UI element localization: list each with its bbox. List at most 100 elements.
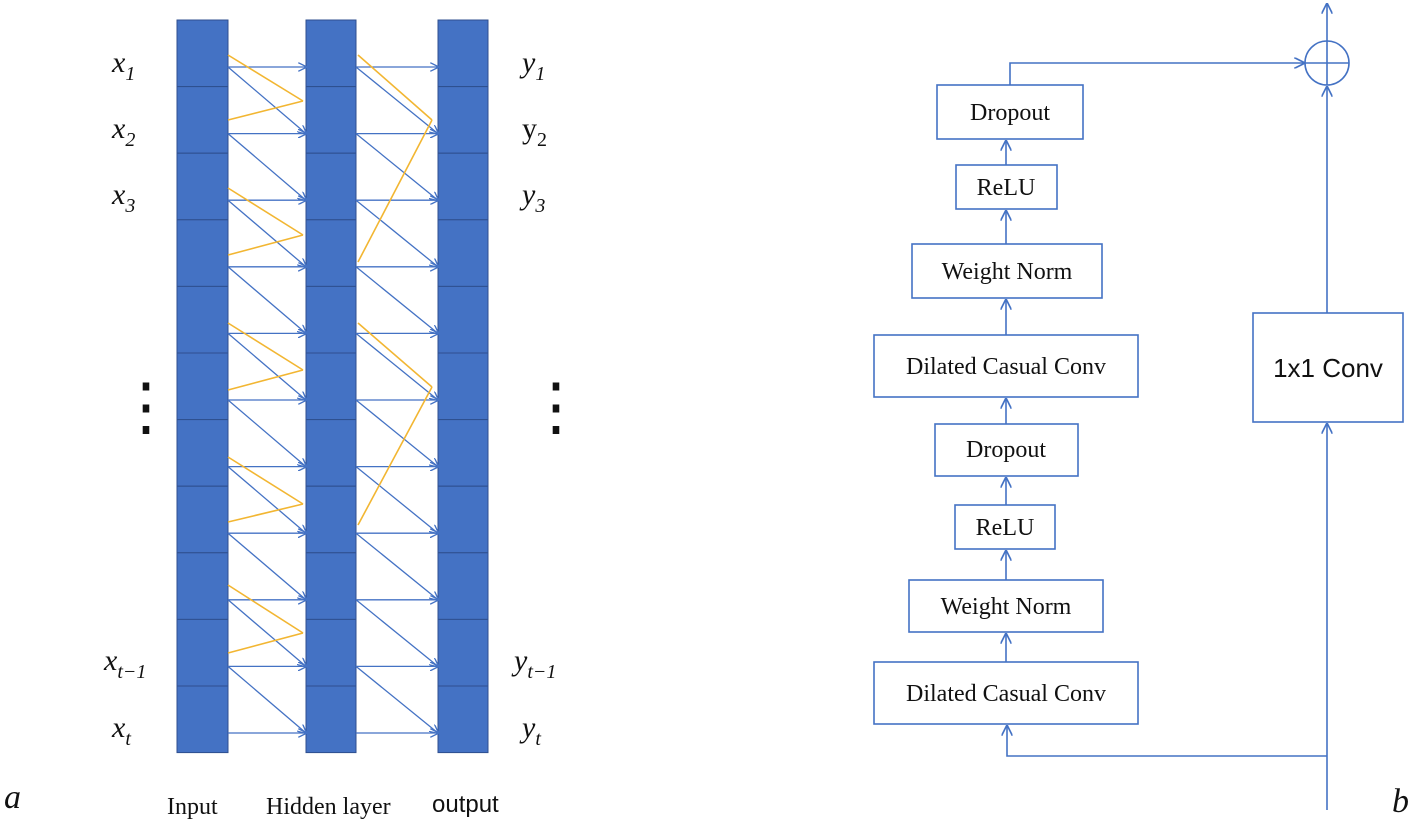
input-ellipsis: ⋮ (114, 371, 178, 442)
main-to-sum-line (1009, 63, 1304, 85)
connection-line (227, 66, 306, 134)
layer-cell (437, 419, 489, 487)
layer-cell (176, 285, 229, 354)
dilated-line (227, 503, 304, 523)
dropout-label-1: Dropout (966, 437, 1046, 463)
panel-b (873, 4, 1404, 810)
dilated-line (357, 54, 433, 121)
layer-cell (305, 618, 357, 687)
layer-cell (176, 19, 229, 88)
layer-cell (437, 685, 489, 754)
connection-line (227, 599, 306, 667)
input-label-2: x2 (111, 112, 135, 151)
output-label-1: y1 (519, 46, 545, 85)
relu-box-1 (954, 504, 1056, 550)
connection-line (227, 266, 306, 334)
dilated-line (227, 632, 304, 654)
panel-a: x1 x2 x3 xt−1 xt y1 y2 y3 yt−1 yt ⋮ ⋮ In… (4, 19, 588, 820)
layer-cell (176, 352, 229, 421)
layer-cells (176, 19, 489, 754)
output-column-label: output (432, 791, 499, 818)
connection-line (355, 332, 438, 400)
dilated-line (357, 386, 433, 526)
hidden-column-label: Hidden layer (266, 794, 391, 820)
output-label-t: yt (519, 711, 541, 750)
layer-cell (176, 618, 229, 687)
input-label-t-minus-1: xt−1 (103, 644, 146, 683)
layer-cell (305, 19, 357, 88)
dilated-line (227, 369, 304, 391)
output-label-2: y2 (522, 112, 547, 151)
layer-cell (437, 219, 489, 287)
connection-line (355, 532, 438, 600)
output-ellipsis: ⋮ (524, 371, 588, 442)
dilated-line (227, 322, 304, 371)
layer-cell (176, 219, 229, 287)
layer-cell (176, 685, 229, 754)
layer-cell (437, 352, 489, 421)
dilated-line (227, 234, 304, 256)
layer-cell (305, 685, 357, 754)
main-input-line (1007, 726, 1327, 757)
connection-line (355, 599, 438, 667)
layer-cell (176, 152, 229, 221)
dilated-line (227, 584, 304, 634)
input-label-3: x3 (111, 178, 135, 217)
connection-line (227, 133, 306, 201)
panel-b-labels: Dilated Casual Conv Weight Norm ReLU Dro… (906, 100, 1409, 820)
dilated-conv-label-1: Dilated Casual Conv (906, 681, 1106, 707)
relu-label-1: ReLU (976, 515, 1035, 541)
input-column-label: Input (167, 794, 218, 820)
output-label-3: y3 (519, 178, 545, 217)
weight-norm-label-1: Weight Norm (941, 594, 1072, 620)
weight-norm-label-2: Weight Norm (942, 259, 1073, 285)
connection-line (355, 266, 438, 334)
weight-norm-box-2 (911, 243, 1103, 299)
connection-line (355, 665, 438, 733)
layer-cell (305, 219, 357, 287)
layer-cell (305, 352, 357, 421)
layer-cell (176, 86, 229, 154)
panel-letter-b: b (1392, 783, 1409, 820)
connection-line (355, 66, 438, 134)
connection-line (355, 466, 438, 534)
layer-cell (305, 552, 357, 620)
connection-line (227, 399, 306, 467)
connection-line (355, 399, 438, 467)
dilated-line (357, 322, 433, 388)
layer-cell (305, 485, 357, 554)
layer-cell (176, 419, 229, 487)
layer-cell (437, 552, 489, 620)
dilated-line (227, 187, 304, 236)
connection-line (227, 199, 306, 267)
output-label-t-minus-1: yt−1 (511, 644, 556, 683)
layer-cell (437, 86, 489, 154)
dropout-label-2: Dropout (970, 100, 1050, 126)
relu-label-2: ReLU (977, 175, 1036, 201)
layer-cell (305, 152, 357, 221)
conv1x1-box (1252, 312, 1404, 423)
connection-line (227, 332, 306, 400)
dilated-line (227, 54, 304, 102)
panel-letter-a: a (4, 779, 21, 816)
connection-line (227, 665, 306, 733)
layer-cell (437, 618, 489, 687)
layer-cell (437, 19, 489, 88)
layer-cell (305, 285, 357, 354)
layer-cell (437, 152, 489, 221)
conv1x1-label: 1x1 Conv (1273, 353, 1383, 383)
layer-cell (437, 485, 489, 554)
layer-cell (305, 86, 357, 154)
layer-cell (176, 552, 229, 620)
layer-cell (437, 285, 489, 354)
connection-line (355, 199, 438, 267)
dilated-line (227, 456, 304, 505)
connection-line (355, 133, 438, 201)
input-label-t: xt (111, 711, 131, 750)
dilated-line (227, 100, 304, 121)
layer-cell (305, 419, 357, 487)
dilated-line (357, 119, 433, 263)
connection-line (227, 466, 306, 534)
layer-cell (176, 485, 229, 554)
